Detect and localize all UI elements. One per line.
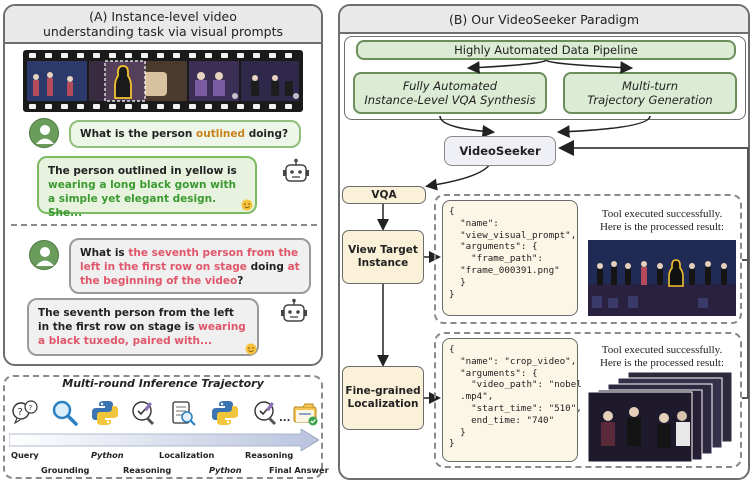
q2-part-a: What is bbox=[80, 247, 129, 259]
pipeline-group bbox=[344, 36, 746, 120]
panel-a-title-line2: understanding task via visual prompts bbox=[42, 24, 283, 39]
step1-line2: Instance bbox=[357, 257, 409, 269]
video-film-strip bbox=[23, 50, 303, 112]
label-reasoning-2: Reasoning bbox=[245, 450, 294, 460]
label-query: Query bbox=[11, 450, 39, 460]
result-image-1 bbox=[588, 240, 736, 316]
q2-highlight-2: at the beginning of the video bbox=[80, 261, 300, 287]
tool1-line1: Tool executed successfully. bbox=[601, 208, 723, 220]
panel-b-title: (B) Our VideoSeeker Paradigm bbox=[340, 6, 748, 34]
q2-part-b: doing bbox=[246, 261, 288, 273]
step2-line1: Fine-grained bbox=[345, 385, 421, 397]
videoseeker-box: VideoSeeker bbox=[444, 136, 556, 166]
tool2-line2: Here is the processed result: bbox=[599, 356, 724, 369]
python-icon bbox=[91, 399, 119, 427]
q2-part-c: ? bbox=[237, 275, 244, 287]
panel-a-title: (A) Instance-level video understanding t… bbox=[5, 6, 321, 44]
final-answer-icon bbox=[291, 399, 319, 427]
tool-result-text-1: Tool executed successfully. Here is the … bbox=[584, 208, 740, 233]
python-icon bbox=[211, 399, 239, 427]
a2-highlight: wearing a black tuxedo, paired with... bbox=[38, 321, 246, 347]
robot-icon bbox=[279, 298, 309, 328]
dashed-separator bbox=[11, 224, 317, 226]
tool1-line2: Here is the processed result: bbox=[599, 220, 724, 233]
question-bubble-1: What is the person outlined doing? bbox=[69, 120, 301, 148]
label-python-1: Python bbox=[91, 450, 124, 460]
q2-highlight-1: the seventh person from the left in the … bbox=[80, 247, 299, 273]
a2-prefix: The seventh person from the left in the … bbox=[38, 307, 234, 333]
step2-line2: Localization bbox=[347, 398, 419, 410]
query-icon: ?? bbox=[11, 399, 39, 427]
label-reasoning-1: Reasoning bbox=[123, 465, 172, 475]
tool-result-text-2: Tool executed successfully. Here is the … bbox=[584, 344, 740, 369]
answer-bubble-1: The person outlined in yellow is wearing… bbox=[37, 156, 257, 219]
tool-call-group-1 bbox=[434, 194, 742, 324]
result-image-stack-2 bbox=[587, 371, 738, 463]
q1-suffix: doing? bbox=[245, 128, 289, 140]
vqa-synthesis-line1: Fully Automated bbox=[402, 79, 498, 93]
robot-icon bbox=[281, 158, 311, 188]
reasoning-icon bbox=[129, 399, 157, 427]
code-block-2: { "name": "crop_video", "arguments": { "… bbox=[442, 338, 582, 462]
tool-call-group-2 bbox=[434, 332, 742, 468]
q1-highlight: outlined bbox=[196, 128, 246, 140]
trajectory-ellipsis: ... bbox=[279, 413, 291, 424]
svg-text:?: ? bbox=[18, 407, 23, 418]
trajectory-gen-line1: Multi-turn bbox=[621, 79, 679, 93]
wink-emoji-icon bbox=[245, 340, 257, 355]
a1-prefix: The person outlined in yellow is bbox=[48, 165, 237, 177]
label-python-2: Python bbox=[209, 465, 242, 475]
label-localization: Localization bbox=[159, 450, 215, 460]
trajectory-arrow bbox=[8, 428, 320, 452]
user-avatar-icon bbox=[29, 118, 59, 148]
reasoning-icon bbox=[251, 399, 279, 427]
trajectory-title: Multi-round Inference Trajectory bbox=[62, 377, 264, 390]
q1-prefix: What is the person bbox=[80, 128, 197, 140]
vqa-synthesis-line2: Instance-Level VQA Synthesis bbox=[364, 93, 536, 107]
localization-icon bbox=[169, 399, 197, 427]
pipeline-box: Highly Automated Data Pipeline bbox=[356, 40, 736, 60]
user-avatar-icon bbox=[29, 240, 59, 270]
label-grounding: Grounding bbox=[41, 465, 90, 475]
label-final-answer: Final Answer bbox=[269, 465, 329, 475]
panel-b-title-text: (B) Our VideoSeeker Paradigm bbox=[448, 11, 640, 27]
smile-emoji-icon bbox=[241, 196, 253, 211]
step1-line1: View Target bbox=[348, 244, 418, 256]
panel-a-title-line1: (A) Instance-level video bbox=[89, 9, 237, 24]
a1-highlight: wearing a long black gown with a simple … bbox=[48, 179, 236, 219]
code-block-1: { "name": "view_visual_prompt", "argumen… bbox=[442, 200, 578, 316]
vqa-box: VQA bbox=[342, 186, 426, 204]
trajectory-gen-line2: Trajectory Generation bbox=[587, 93, 713, 107]
trajectory-panel: Multi-round Inference Trajectory ?? ... … bbox=[3, 375, 329, 479]
svg-text:?: ? bbox=[29, 404, 33, 412]
answer-bubble-2: The seventh person from the left in the … bbox=[27, 298, 259, 356]
question-bubble-2: What is the seventh person from the left… bbox=[69, 238, 311, 294]
magnifier-icon bbox=[51, 399, 79, 427]
panel-a: (A) Instance-level video understanding t… bbox=[3, 4, 323, 366]
tool2-line1: Tool executed successfully. bbox=[601, 344, 723, 356]
